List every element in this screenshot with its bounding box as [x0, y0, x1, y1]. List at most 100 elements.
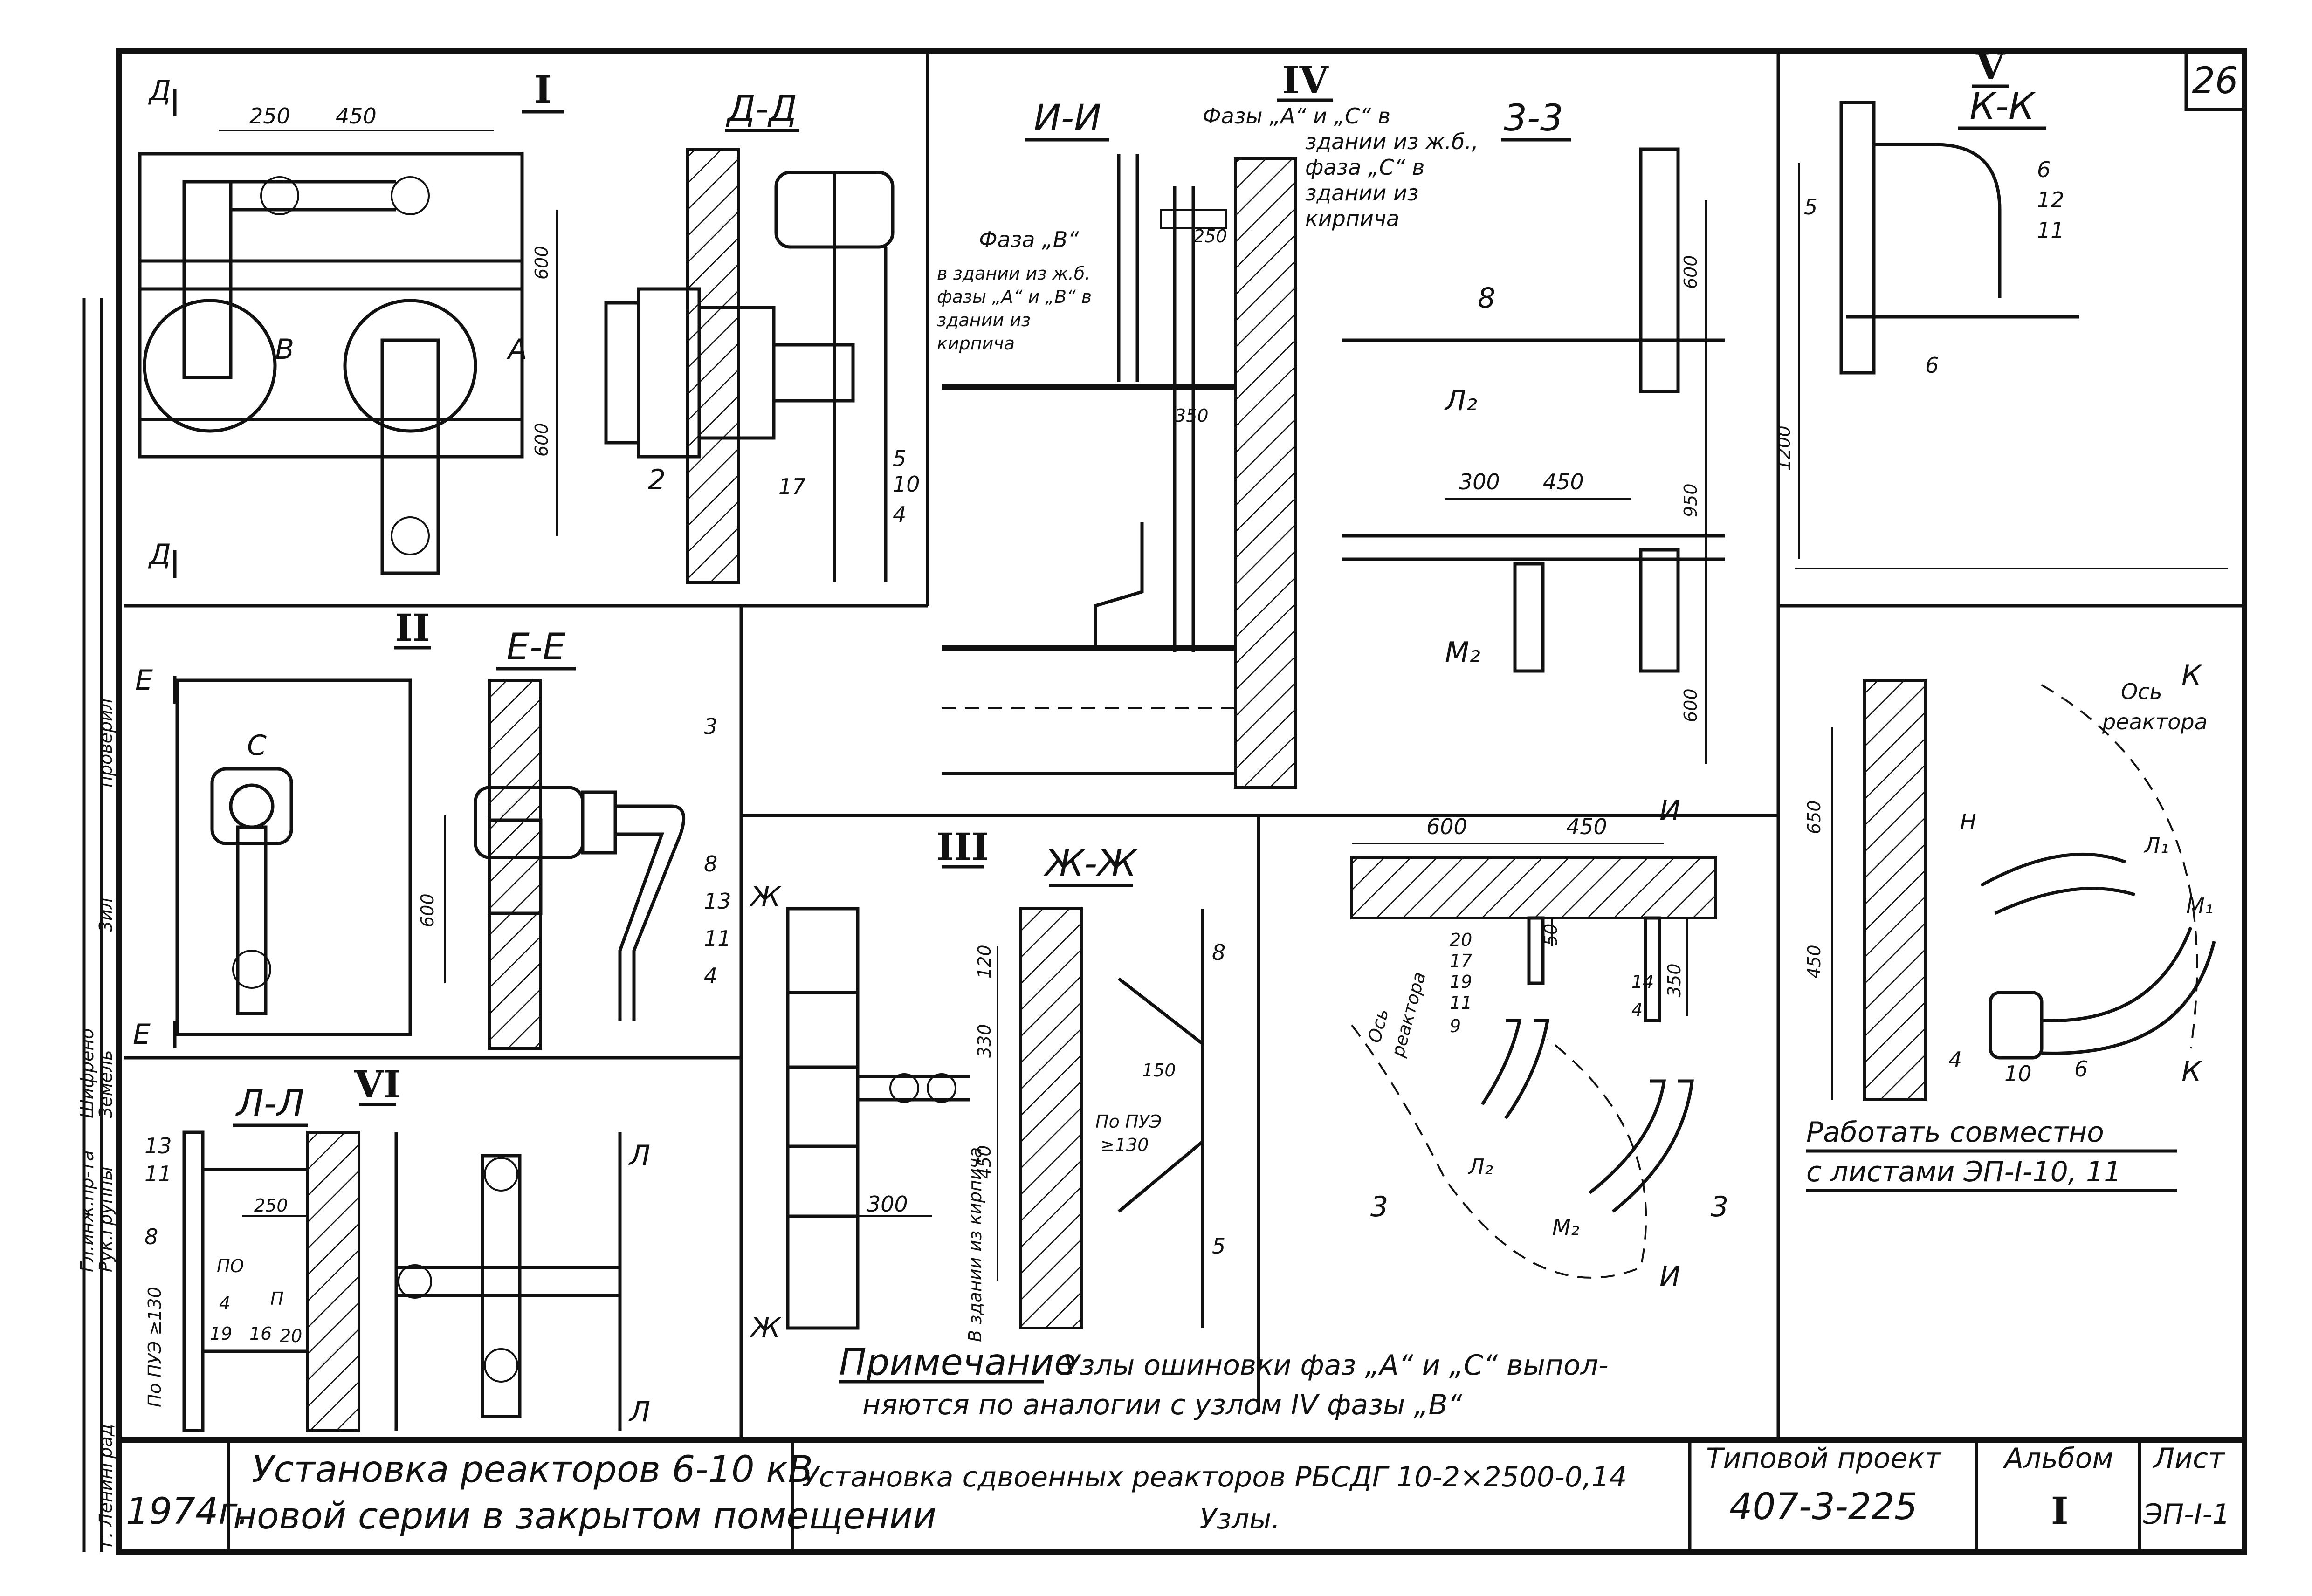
side-stamp: г. Ленинград Гл.инж.пр-та Рук.группы Шиф… — [77, 298, 116, 1552]
item-11-VI: 11 — [144, 1161, 172, 1186]
item-6-V-cut: 6 — [2074, 1056, 2088, 1082]
note-AC-line4: здании из — [1305, 180, 1418, 205]
view-title-VI: VI — [354, 1062, 401, 1106]
cut-mark-I-top: И — [1659, 795, 1680, 827]
item-8-II: 8 — [704, 851, 717, 877]
note-line2: няются по аналогии с узлом IV фазы „В“ — [862, 1389, 1463, 1421]
item-16-VI: 16 — [249, 1323, 272, 1344]
dim-1200: 1200 — [1774, 425, 1794, 471]
note-B-line2: в здании из ж.б. — [937, 263, 1090, 284]
note-heading: Примечание — [839, 1342, 1076, 1384]
item-9-3: 9 — [1450, 1016, 1461, 1036]
view-title-II: II — [395, 606, 430, 650]
item-8-IV: 8 — [1478, 282, 1495, 315]
joint-note-line1: Работать совместно — [1806, 1116, 2104, 1149]
stamp-title-left-1: Установка реакторов 6-10 кВ — [252, 1449, 813, 1491]
dim-120: 120 — [974, 945, 995, 979]
joint-note-line2: с листами ЭП-I-10, 11 — [1806, 1156, 2121, 1188]
label-L2-3: Л₂ — [1467, 1154, 1493, 1179]
dim-250-IV: 250 — [1193, 226, 1227, 247]
dim-600-II: 600 — [417, 893, 438, 927]
item-11-V: 11 — [2037, 218, 2064, 243]
sheet-frame — [116, 48, 2247, 1555]
item-10-V: 10 — [2004, 1061, 2032, 1086]
item-17-3: 17 — [1450, 951, 1472, 971]
note-PUE-III-2: ≥130 — [1100, 1135, 1149, 1155]
cut-title-D-D: Д-Д — [726, 88, 797, 130]
cut-mark-3-left: 3 — [1370, 1191, 1388, 1223]
cut-mark-Zh-bottom: Ж — [749, 1312, 782, 1344]
item-3-II: 3 — [704, 714, 717, 739]
dim-150: 150 — [1142, 1060, 1176, 1081]
note-AC-line3: фаза „С“ в — [1305, 155, 1424, 180]
label-M1: М₁ — [2186, 893, 2213, 918]
note-line1: Узлы ошиновки фаз „А“ и „С“ выпол- — [1063, 1349, 1609, 1382]
item-2: 2 — [648, 464, 666, 496]
side-group-lead: Рук.группы — [96, 1166, 116, 1272]
cut-title-3-3: 3-3 — [1504, 97, 1563, 139]
item-14-3: 14 — [1631, 972, 1654, 992]
dim-450-III: 450 — [974, 1145, 995, 1179]
item-5-V: 5 — [1804, 194, 1817, 219]
stamp-project-label: Типовой проект — [1706, 1442, 1942, 1475]
stamp-sheet-label: Лист — [2153, 1442, 2225, 1475]
cut-mark-K-bottom: К — [2181, 1055, 2202, 1088]
dim-350-3: 350 — [1664, 963, 1685, 997]
dim-600-lower: 600 — [531, 423, 552, 457]
stamp-album-label: Альбом — [2002, 1442, 2113, 1475]
stamp-album-value: I — [2051, 1489, 2068, 1533]
section-3-detail: 600 450 И И 50 350 20 17 19 11 9 14 4 Ос… — [1350, 795, 1728, 1293]
cut-mark-bottom: Д — [148, 538, 171, 571]
section-V: V К-К 1200 5 6 12 11 6 К К Ось реактора … — [1774, 44, 2228, 1192]
label-phase-B: В — [275, 333, 294, 366]
dim-250: 250 — [249, 103, 290, 129]
item-5-III: 5 — [1212, 1233, 1225, 1259]
dim-600-upper: 600 — [531, 246, 552, 280]
section-II: II Е-Е Е Е С 600 3 8 13 11 4 — [133, 606, 731, 1051]
dim-330: 330 — [974, 1024, 995, 1058]
dim-600-IV-upper: 600 — [1680, 255, 1701, 289]
side-name-1: Земель — [96, 1050, 116, 1118]
item-4-II: 4 — [704, 963, 717, 988]
side-name-2: 3ил — [96, 898, 116, 932]
item-4-VI: 4 — [219, 1293, 230, 1314]
item-8-III: 8 — [1212, 940, 1225, 965]
note-brick-III: В здании из кирпича — [965, 1147, 985, 1342]
note-B-line1: Фаза „В“ — [979, 227, 1079, 252]
item-11-II: 11 — [704, 926, 731, 951]
stamp-title-mid-1: Установка сдвоенных реакторов РБСДГ 10-2… — [802, 1461, 1627, 1493]
axis-label-V-2: реактора — [2102, 709, 2208, 734]
stamp-sheet-value: ЭП-I-1 — [2143, 1498, 2230, 1531]
label-L2-IV: Л₂ — [1444, 384, 1477, 417]
item-4-3: 4 — [1631, 1000, 1643, 1020]
item-12-V: 12 — [2037, 187, 2064, 212]
stamp-title-left-2: новой серии в закрытом помещении — [233, 1495, 936, 1537]
item-11-3: 11 — [1450, 993, 1472, 1013]
cut-title-Zh-Zh: Ж-Ж — [1043, 843, 1138, 885]
stamp-project-number: 407-3-225 — [1729, 1486, 1918, 1528]
item-6-V-lower: 6 — [1925, 353, 1939, 378]
item-10: 10 — [893, 472, 920, 497]
note-AC-line1: Фазы „А“ и „С“ в — [1203, 103, 1390, 129]
item-4-V: 4 — [1948, 1047, 1962, 1072]
dim-350-IV: 350 — [1175, 405, 1209, 426]
view-title-I: I — [534, 68, 551, 111]
dim-650: 650 — [1804, 800, 1824, 834]
section-IV: IV И-И 3-3 Фазы „А“ и „С“ в здании из ж.… — [937, 58, 1725, 789]
item-13-VI: 13 — [144, 1133, 172, 1158]
cut-title-L-L: Л-Л — [235, 1083, 304, 1125]
dim-950: 950 — [1680, 483, 1701, 517]
view-title-IV: IV — [1282, 58, 1329, 102]
item-19-3: 19 — [1450, 972, 1472, 992]
stamp-year: 1974г. — [126, 1491, 249, 1533]
view-title-V: V — [1975, 44, 2006, 88]
dim-450-V: 450 — [1804, 945, 1824, 979]
item-5: 5 — [893, 446, 906, 471]
title-block: 1974г. Установка реакторов 6-10 кВ новой… — [126, 1440, 2230, 1552]
dim-450-3: 450 — [1566, 814, 1607, 839]
stamp-title-mid-2: Узлы. — [1199, 1503, 1280, 1535]
side-chief-engineer: Гл.инж.пр-та — [77, 1151, 97, 1273]
axis-label-V-1: Ось — [2121, 679, 2162, 704]
dim-50: 50 — [1541, 924, 1561, 946]
